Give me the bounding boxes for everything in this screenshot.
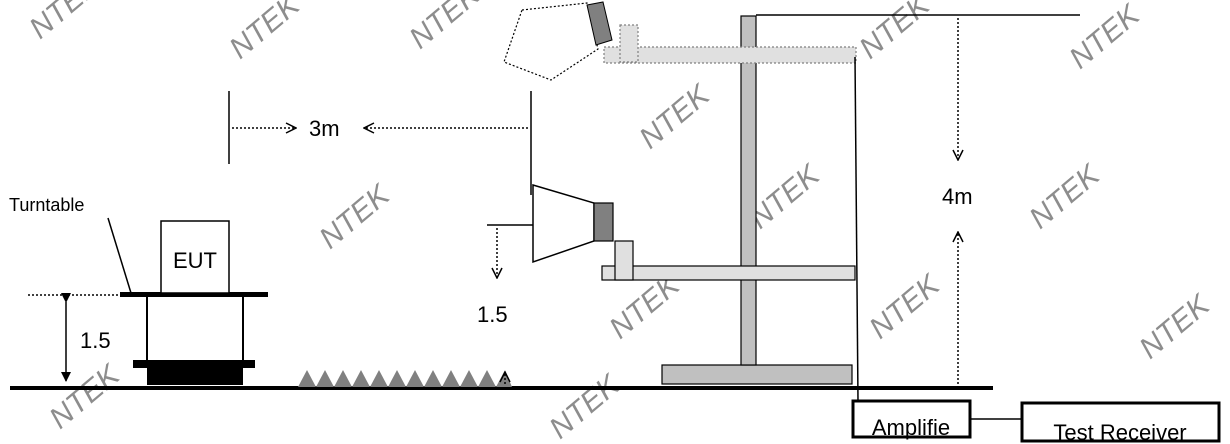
watermark: NTEK [1133, 287, 1217, 365]
turntable-base [147, 368, 243, 385]
absorber [478, 370, 496, 387]
turntable-leader-line [107, 217, 132, 294]
watermark: NTEK [43, 357, 127, 435]
absorber [442, 370, 460, 387]
turntable-bottom-plate [133, 360, 255, 368]
watermark: NTEK [633, 77, 717, 155]
lower-horn-antenna [532, 183, 595, 264]
amplifier-box [851, 399, 972, 439]
watermark: NTEK [863, 267, 947, 345]
test-receiver-box [1020, 401, 1221, 443]
mast-base [661, 364, 853, 385]
watermark: NTEK [1063, 0, 1147, 75]
upper-boom [603, 46, 857, 64]
absorber [388, 370, 406, 387]
absorber [316, 370, 334, 387]
eut-box [160, 220, 230, 294]
turntable-label: Turntable [9, 195, 84, 215]
watermark: NTEK [543, 367, 627, 444]
upper-horn-block [586, 1, 613, 46]
range-label: 4m [942, 184, 973, 209]
mast-pole [740, 15, 757, 366]
antenna-cable [854, 56, 859, 402]
absorber-row [298, 370, 512, 387]
upper-mount [619, 24, 639, 63]
absorber [298, 370, 316, 387]
antenna-lower-position [532, 183, 856, 281]
watermark: NTEK [223, 0, 307, 65]
table-height-label: 1.5 [80, 328, 111, 353]
test-receiver-label: Test Receiver [1053, 420, 1186, 444]
lower-mount [614, 240, 634, 281]
watermark: NTEK [1023, 157, 1107, 235]
absorber [370, 370, 388, 387]
amplifier-label: Amplifie [872, 415, 950, 440]
lower-boom [601, 265, 856, 281]
absorber [424, 370, 442, 387]
absorber [406, 370, 424, 387]
watermark: NTEK [853, 0, 937, 65]
watermark: NTEK [403, 0, 487, 55]
distance-label: 3m [309, 116, 340, 141]
turntable-top [120, 292, 268, 297]
absorber [496, 370, 512, 387]
watermark: NTEK [23, 0, 107, 45]
antenna-height-label: 1.5 [477, 302, 508, 327]
absorber [460, 370, 478, 387]
antenna-upper-position [503, 1, 857, 81]
eut-label: EUT [173, 248, 217, 273]
lower-horn-block [593, 202, 614, 242]
turntable [120, 292, 268, 385]
absorber [352, 370, 370, 387]
upper-horn-antenna [503, 2, 599, 81]
absorber [334, 370, 352, 387]
watermark: NTEK [313, 177, 397, 255]
